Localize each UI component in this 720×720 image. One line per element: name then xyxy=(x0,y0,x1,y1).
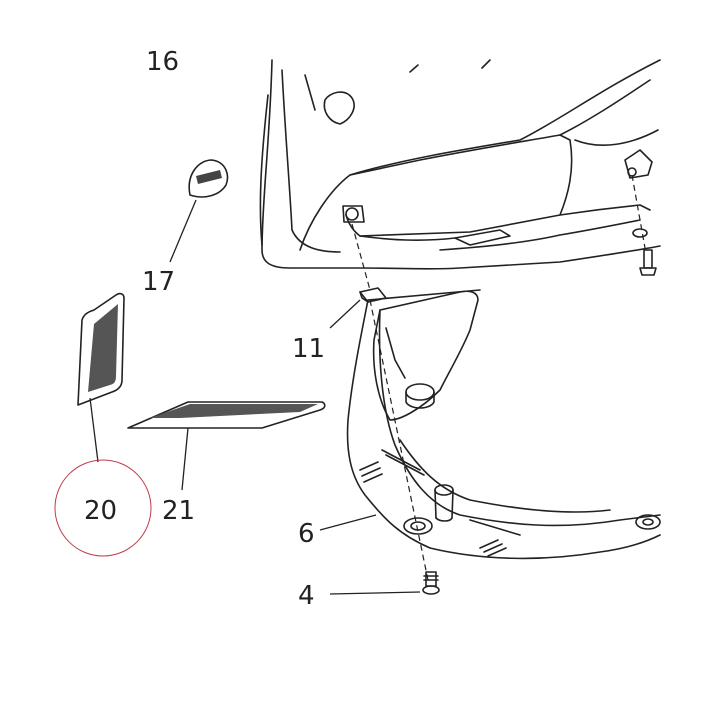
screw-bottom xyxy=(329,571,440,595)
callout-20: 20 xyxy=(84,496,117,526)
clip-part xyxy=(329,223,387,329)
callout-4: 4 xyxy=(298,581,315,611)
callout-17: 17 xyxy=(142,267,175,297)
upper-fairing xyxy=(259,59,661,270)
lower-fairing xyxy=(319,289,661,581)
logo-badge xyxy=(169,159,229,263)
screw-right xyxy=(631,174,657,276)
callout-11: 11 xyxy=(292,334,325,364)
callout-16: 16 xyxy=(146,47,179,77)
decal-21 xyxy=(127,401,326,491)
highlight-circle xyxy=(54,459,152,557)
callout-21: 21 xyxy=(162,496,195,526)
callout-6: 6 xyxy=(298,519,315,549)
decal-20 xyxy=(77,292,125,463)
